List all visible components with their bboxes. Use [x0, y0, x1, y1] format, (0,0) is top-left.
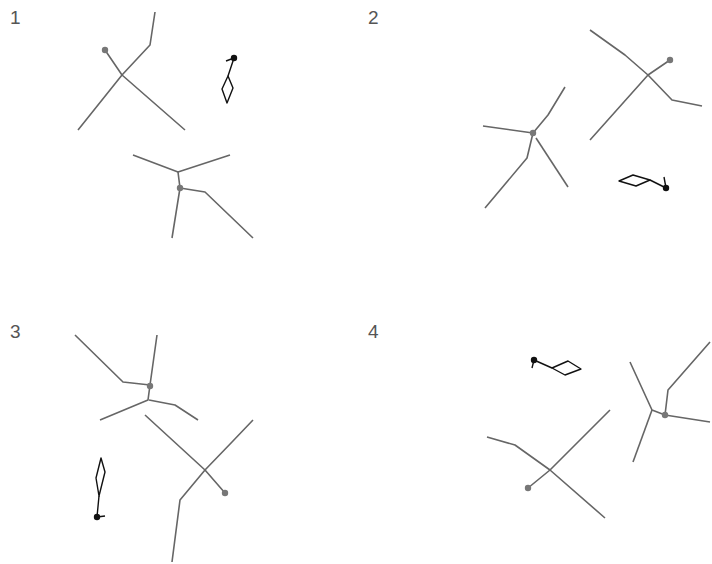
panel-number: 1	[10, 8, 21, 27]
branched-figure	[630, 342, 710, 462]
branched-figure	[487, 410, 610, 518]
diamond-symbol	[222, 55, 237, 103]
panel-number: 2	[368, 8, 379, 27]
branched-figure	[78, 12, 185, 130]
diamond-symbol	[94, 458, 105, 520]
diamond-symbol	[531, 357, 581, 375]
branched-figure	[75, 335, 198, 420]
panel-number: 3	[10, 322, 21, 341]
panel-number: 4	[368, 322, 379, 341]
branched-figure	[145, 415, 253, 562]
diamond-symbol	[619, 175, 669, 191]
branched-figure	[133, 155, 253, 238]
branched-figure	[590, 30, 702, 140]
branched-figure	[483, 87, 568, 208]
